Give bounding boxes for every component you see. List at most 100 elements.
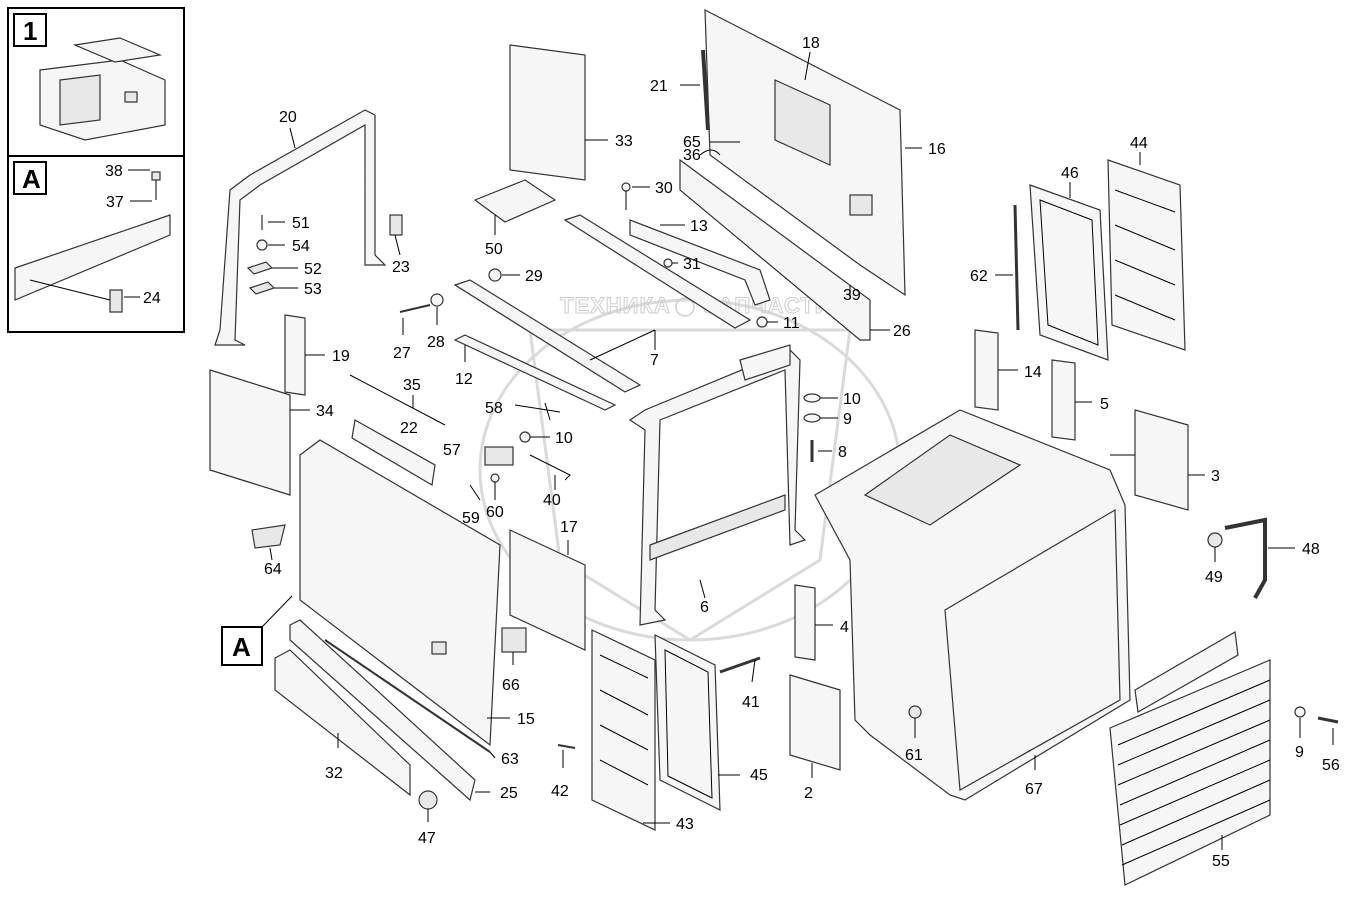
- pad-3: 3: [1110, 409, 1220, 511]
- label-20: 20: [279, 109, 297, 126]
- label-66: 66: [502, 677, 520, 694]
- label-10-upper: 10: [843, 391, 861, 408]
- label-6: 6: [700, 599, 709, 616]
- label-3: 3: [1211, 468, 1220, 485]
- hardware-8-10: 10 9 8: [803, 391, 861, 462]
- label-28: 28: [427, 334, 445, 351]
- label-59: 59: [462, 510, 480, 527]
- hardware-57-60: 58 57 10 40 59 60: [443, 400, 573, 527]
- label-49: 49: [1205, 569, 1223, 586]
- frame-45: 45: [654, 634, 768, 811]
- label-65: 65: [683, 134, 701, 151]
- label-15: 15: [517, 711, 535, 728]
- gas-strut-21: 21 65 36: [650, 49, 740, 164]
- label-24: 24: [143, 290, 161, 307]
- label-16: 16: [928, 141, 946, 158]
- label-7: 7: [650, 352, 659, 369]
- frame-20: 20 23: [214, 109, 410, 346]
- label-18: 18: [802, 35, 820, 52]
- label-42: 42: [551, 783, 569, 800]
- label-29: 29: [525, 268, 543, 285]
- hardware-9-56: 9 56: [1294, 706, 1340, 774]
- latch-66: 66: [501, 627, 527, 694]
- door-15: 15: [299, 439, 535, 747]
- label-2: 2: [804, 785, 813, 802]
- hardware-51-54: 51 54 52 53: [246, 215, 322, 298]
- pad-19: 19: [284, 314, 350, 396]
- plug-47: 47: [418, 790, 438, 847]
- pad-34: 34: [209, 369, 334, 496]
- pad-33: 33: [509, 44, 633, 181]
- label-47: 47: [418, 830, 436, 847]
- label-39: 39: [843, 287, 861, 304]
- clip-64: 64: [251, 524, 286, 578]
- label-63: 63: [501, 751, 519, 768]
- label-12: 12: [455, 371, 473, 388]
- label-61: 61: [905, 747, 923, 764]
- label-64: 64: [264, 561, 282, 578]
- label-11: 11: [783, 315, 800, 332]
- label-14: 14: [1024, 364, 1042, 381]
- label-33: 33: [615, 133, 633, 150]
- pad-50: 50: [473, 179, 557, 258]
- rod-35: 35: [349, 374, 446, 426]
- label-44: 44: [1130, 135, 1148, 152]
- grille-55: 55: [1109, 631, 1271, 886]
- label-51: 51: [292, 215, 310, 232]
- inset-1-tag: 1: [23, 16, 37, 46]
- label-60: 60: [486, 504, 504, 521]
- label-46: 46: [1061, 165, 1079, 182]
- grille-44: 44: [1107, 135, 1186, 351]
- cab-67: 61 67: [814, 409, 1131, 801]
- gear-icon: [675, 297, 695, 317]
- label-62: 62: [970, 268, 988, 285]
- label-57: 57: [443, 442, 461, 459]
- label-26: 26: [893, 323, 911, 340]
- rear-panel-16: 18 16: [704, 9, 946, 297]
- panel-32: 32: [274, 649, 411, 797]
- pad-2: 2: [789, 674, 841, 802]
- label-31: 31: [683, 256, 701, 273]
- label-48: 48: [1302, 541, 1320, 558]
- label-67: 67: [1025, 781, 1043, 798]
- post-frame-6: 6: [628, 344, 807, 626]
- label-23: 23: [392, 259, 410, 276]
- rail-12: 12: [453, 334, 617, 411]
- label-53: 53: [304, 281, 322, 298]
- label-9-lower: 9: [1295, 744, 1304, 761]
- label-19: 19: [332, 348, 350, 365]
- pad-14: 14: [974, 329, 1042, 411]
- label-8: 8: [838, 444, 847, 461]
- pad-5: 5: [1051, 359, 1109, 441]
- inset-1: 1: [7, 7, 185, 157]
- label-56: 56: [1322, 757, 1340, 774]
- callout-A: A: [221, 595, 293, 666]
- frame-46: 46: [1029, 165, 1109, 361]
- label-41: 41: [742, 694, 760, 711]
- panel-edge-sketch: [14, 214, 171, 301]
- label-37: 37: [106, 194, 124, 211]
- hose-48: 48 49: [1205, 517, 1320, 599]
- label-40: 40: [543, 492, 561, 509]
- inset-A: A 38 37 24: [7, 155, 185, 333]
- label-21: 21: [650, 78, 668, 95]
- panel-25: 25: [289, 619, 518, 802]
- latch-24: [109, 289, 123, 313]
- label-10-lower: 10: [555, 430, 573, 447]
- bar-26: 39 26: [679, 158, 911, 341]
- label-36: 36: [683, 147, 701, 164]
- label-25: 25: [500, 785, 518, 802]
- label-50: 50: [485, 241, 503, 258]
- cab-overview-sketch: [39, 37, 166, 141]
- seal-62: 62: [970, 204, 1020, 331]
- label-58: 58: [485, 400, 503, 417]
- watermark-left-text: ТЕХНИКА: [560, 293, 671, 318]
- bracket-13: 30 13 31 11: [621, 180, 800, 332]
- label-5: 5: [1100, 396, 1109, 413]
- label-17: 17: [560, 519, 578, 536]
- bolt-42: 42: [551, 744, 576, 800]
- inset-A-tag: A: [22, 164, 41, 194]
- label-35: 35: [403, 377, 421, 394]
- label-45: 45: [750, 767, 768, 784]
